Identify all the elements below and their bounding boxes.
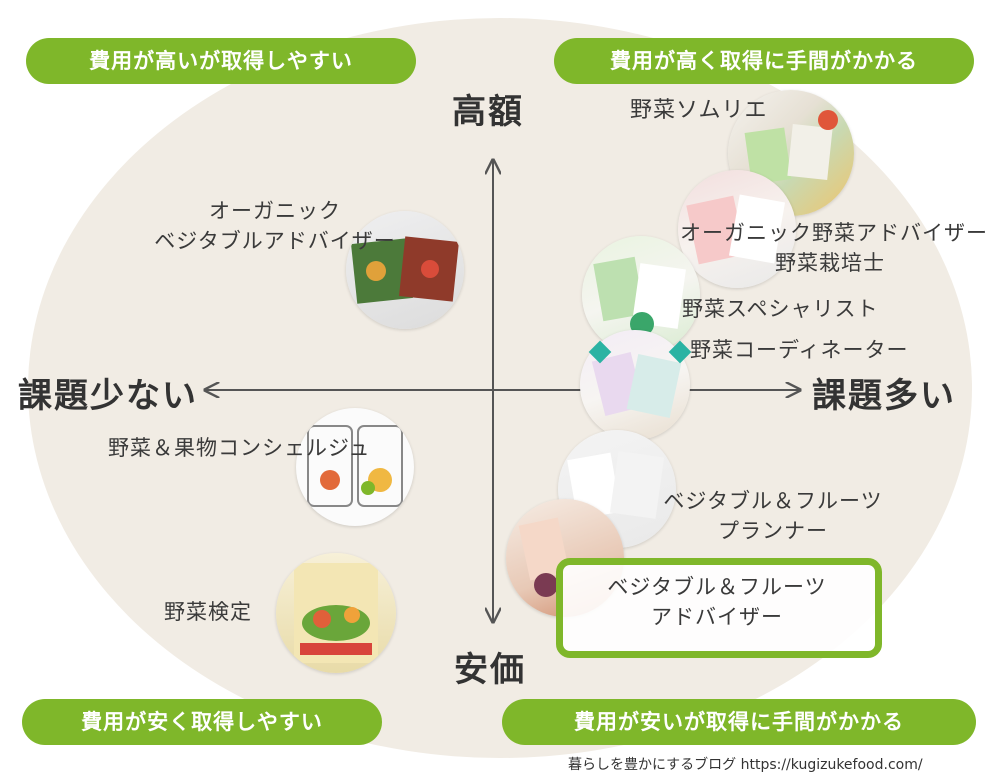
axis-right-label: 課題多い xyxy=(812,376,956,416)
vegetable-test-image xyxy=(276,553,396,673)
vf-advisor-label-line1: ベジタブル＆フルーツ xyxy=(607,575,827,599)
quadrant-top-left-label: 費用が高いが取得しやすい xyxy=(26,38,416,84)
vegetable-test-label: 野菜検定 xyxy=(164,600,252,624)
quadrant-bottom-right-label: 費用が安いが取得に手間がかかる xyxy=(502,699,976,745)
fruit-concierge-image xyxy=(296,408,414,526)
organic-vegetable-advisor-label-line1: オーガニック xyxy=(209,199,341,223)
axis-left-label: 課題少ない xyxy=(18,376,198,416)
quadrant-bottom-left-label: 費用が安く取得しやすい xyxy=(22,699,382,745)
organic-vegetable-advisor-label: オーガニック ベジタブルアドバイザー xyxy=(150,196,400,256)
axis-top-label: 高額 xyxy=(452,92,524,132)
organic-advisor-image xyxy=(678,170,796,288)
organic-vegetable-advisor-image xyxy=(346,211,464,329)
vegetable-specialist-label: 野菜スペシャリスト xyxy=(682,297,879,321)
vf-planner-label-line2: プランナー xyxy=(718,519,828,543)
vegetable-sommelier-label: 野菜ソムリエ xyxy=(630,98,768,123)
vf-advisor-label: ベジタブル＆フルーツ アドバイザー xyxy=(586,572,848,632)
vf-advisor-label-line2: アドバイザー xyxy=(651,605,783,629)
vf-planner-label: ベジタブル＆フルーツ プランナー xyxy=(648,486,898,546)
vegetable-coordinator-label: 野菜コーディネーター xyxy=(690,338,909,362)
vf-planner-label-line1: ベジタブル＆フルーツ xyxy=(663,489,883,513)
axis-bottom-label: 安価 xyxy=(454,650,526,690)
quadrant-top-right-label: 費用が高く取得に手間がかかる xyxy=(554,38,974,84)
site-credit: 暮らしを豊かにするブログ https://kugizukefood.com/ xyxy=(568,757,923,773)
organic-advisor-label-line1: オーガニック野菜アドバイザー xyxy=(680,221,988,245)
vf-advisor-highlight-box xyxy=(556,558,882,658)
organic-advisor-label: オーガニック野菜アドバイザー 野菜栽培士 xyxy=(680,218,988,278)
organic-advisor-label-line2: 野菜栽培士 xyxy=(775,251,885,275)
vegetable-sommelier-image xyxy=(728,90,854,216)
organic-vegetable-advisor-label-line2: ベジタブルアドバイザー xyxy=(154,229,396,253)
fruit-concierge-label: 野菜＆果物コンシェルジュ xyxy=(108,436,371,460)
